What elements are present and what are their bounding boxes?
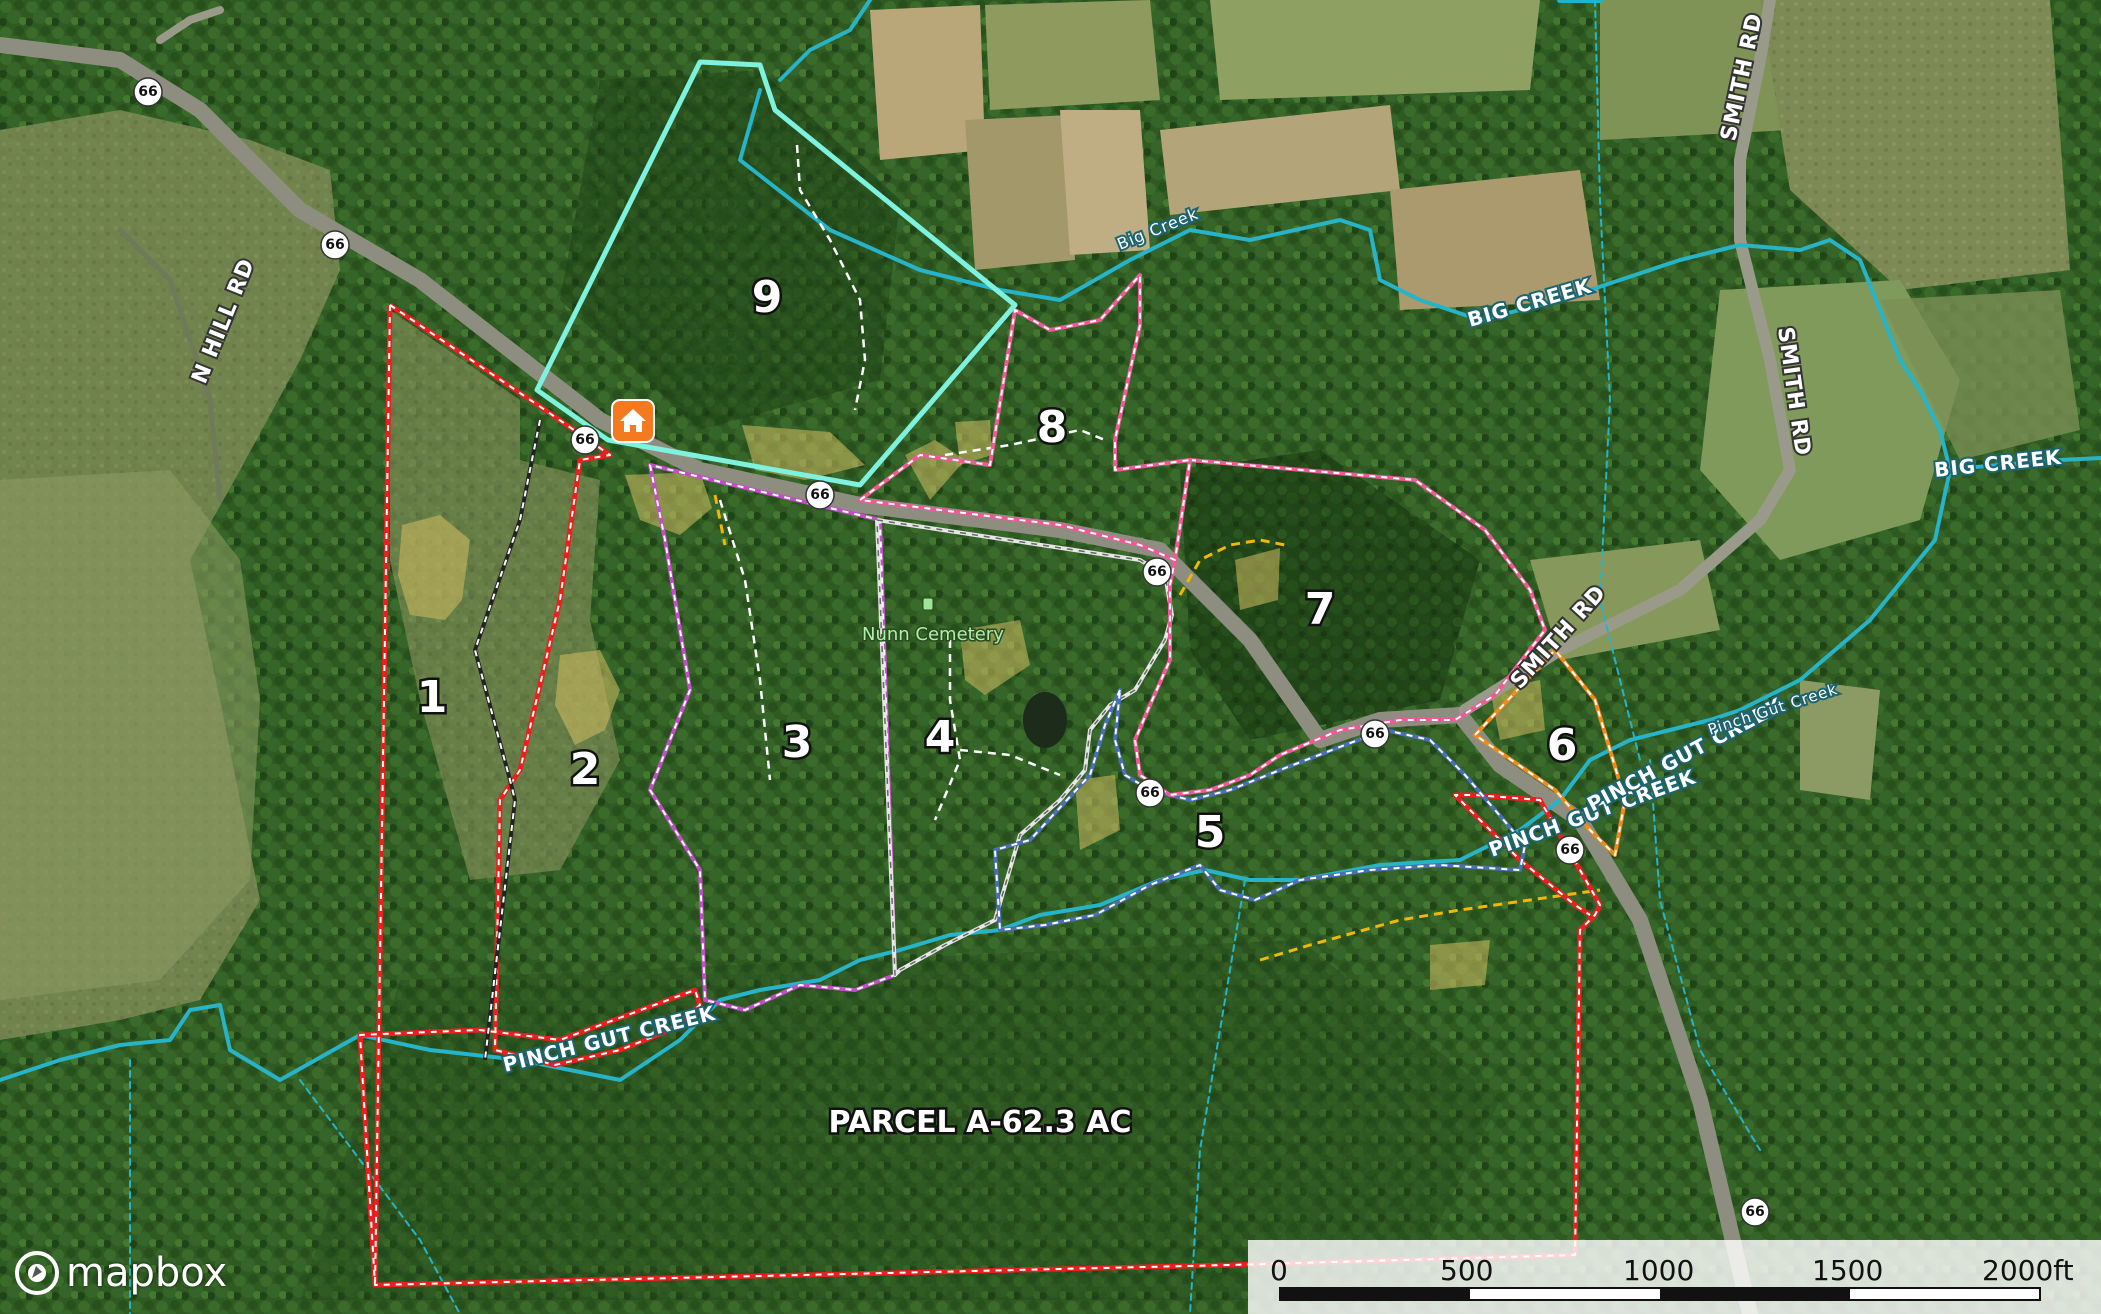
tract-label-5: 5 <box>1195 807 1226 858</box>
svg-text:66: 66 <box>575 432 594 448</box>
scale-label-1500: 1500 <box>1812 1254 1883 1287</box>
route-shield: 66 <box>1555 835 1585 865</box>
route-shield: 66 <box>1360 719 1390 749</box>
tract-labels: 1 2 3 4 5 6 7 8 9 <box>414 270 1580 861</box>
svg-text:66: 66 <box>1560 842 1579 858</box>
firebreaks <box>713 494 1601 962</box>
route-shield: 66 <box>1740 1197 1770 1227</box>
svg-text:66: 66 <box>1745 1204 1764 1220</box>
scale-label-500: 500 <box>1440 1254 1493 1287</box>
route-shield: 66 <box>1142 557 1172 587</box>
scale-label-0: 0 <box>1270 1254 1288 1287</box>
route-shield: 66 <box>1135 778 1165 808</box>
tract-label-2: 2 <box>570 744 601 795</box>
svg-text:66: 66 <box>325 237 344 253</box>
route-shield: 66 <box>805 480 835 510</box>
svg-text:66: 66 <box>1147 564 1166 580</box>
pinch-gut-creek-line <box>0 708 1742 1082</box>
tract-label-7: 7 <box>1305 584 1336 635</box>
tract-label-9: 9 <box>752 272 783 323</box>
tract-label-4: 4 <box>925 712 956 763</box>
cemetery-poi[interactable]: Nunn Cemetery <box>861 597 1006 647</box>
mapbox-logo-icon <box>15 1251 59 1295</box>
tract-label-6: 6 <box>1547 720 1578 771</box>
scale-label-2000ft: 2000ft <box>1982 1254 2074 1287</box>
route-shield: 66 <box>570 425 600 455</box>
tract-label-1: 1 <box>417 672 448 723</box>
route-shield: 66 <box>133 77 163 107</box>
tract-label-3: 3 <box>782 717 813 768</box>
trails <box>718 144 1106 821</box>
home-marker[interactable] <box>611 399 655 443</box>
route-shield: 66 <box>320 230 350 260</box>
tract-boundaries[interactable] <box>357 59 1627 1288</box>
cemetery-icon <box>922 597 934 611</box>
home-icon <box>620 409 646 432</box>
big-creek-line <box>778 0 872 82</box>
route-shields: 66 66 66 66 66 66 66 66 66 <box>133 77 1770 1227</box>
food-plots <box>398 420 1545 990</box>
parcel-label: PARCEL A-62.3 AC <box>829 1105 1132 1140</box>
svg-text:66: 66 <box>1365 726 1384 742</box>
svg-text:66: 66 <box>1140 785 1159 801</box>
tract-9-boundary <box>534 59 1018 488</box>
mapbox-logo[interactable]: mapbox <box>14 1250 227 1296</box>
svg-text:66: 66 <box>138 84 157 100</box>
scale-bar: 0 500 1000 1500 2000ft <box>1248 1240 2101 1314</box>
tract-label-8: 8 <box>1037 402 1068 453</box>
mapbox-logo-text: mapbox <box>66 1250 228 1296</box>
cemetery-label: Nunn Cemetery <box>862 624 1004 645</box>
scale-label-1000: 1000 <box>1623 1254 1694 1287</box>
svg-text:66: 66 <box>810 487 829 503</box>
